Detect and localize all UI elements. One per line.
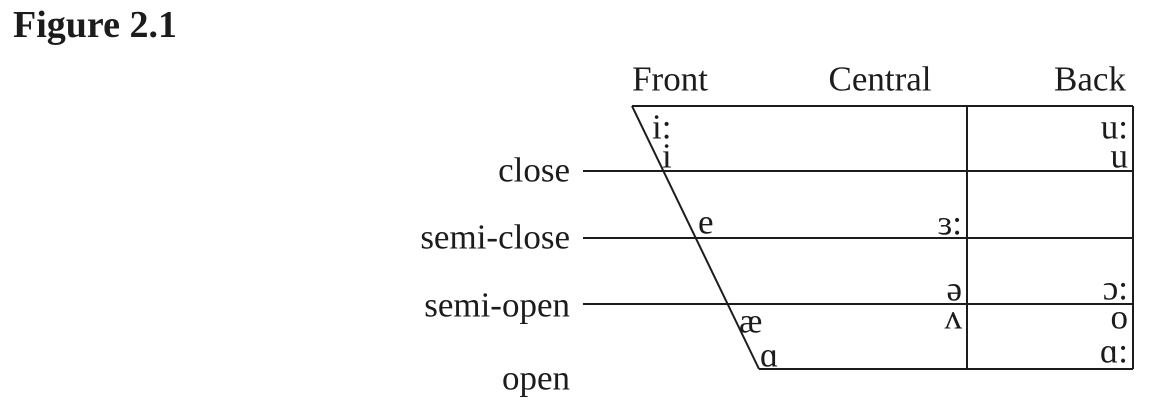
- vowel-er-long: ɜ:: [937, 203, 962, 243]
- vowel-e: e: [698, 202, 714, 242]
- row-label-open: open: [501, 358, 570, 398]
- row-label-semi-open: semi-open: [424, 285, 570, 325]
- vowel-i-short: i: [662, 136, 672, 176]
- vowel-o: o: [1110, 297, 1129, 337]
- vowel-schwa: ə: [946, 269, 962, 309]
- row-label-close: close: [498, 150, 570, 190]
- column-header-front: Front: [632, 59, 708, 99]
- vowel-u-long: u:: [1100, 107, 1128, 147]
- vowel-i-long: i:: [652, 107, 672, 147]
- figure-title: Figure 2.1: [13, 4, 177, 46]
- vowel-script-a: ɑ: [760, 335, 779, 375]
- vowel-script-a-long: ɑ:: [1099, 331, 1128, 371]
- vowel-u-short: u: [1110, 136, 1129, 176]
- column-header-back: Back: [1054, 59, 1126, 99]
- column-header-central: Central: [828, 59, 932, 99]
- trapezoid-slant-left-line: [631, 105, 760, 370]
- vowel-open-o-long: ɔ:: [1102, 268, 1128, 308]
- row-label-semi-close: semi-close: [420, 217, 570, 257]
- vowel-turned-v: ʌ: [944, 297, 963, 337]
- vowel-ae: æ: [739, 301, 763, 341]
